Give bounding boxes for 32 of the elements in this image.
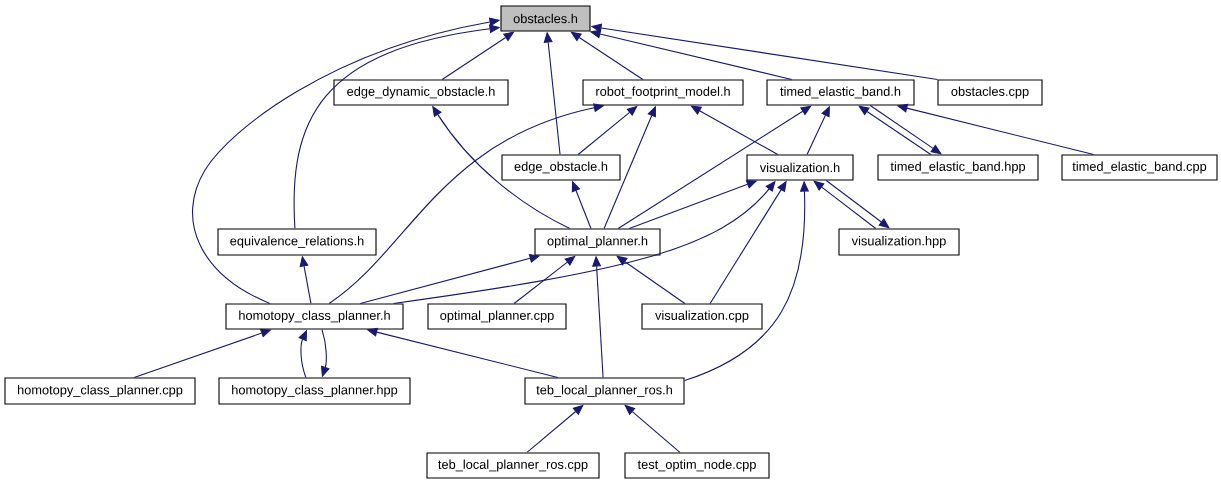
arrow	[690, 105, 779, 155]
file-box: robot_footprint_model.h	[582, 79, 744, 106]
arrow	[577, 105, 638, 155]
arrow	[825, 180, 890, 229]
file-box: timed_elastic_band.h	[766, 79, 915, 106]
file-box: equivalence_relations.h	[217, 228, 377, 256]
file-box: visualization.hpp	[838, 228, 960, 256]
file-box: teb_local_planner_ros.cpp	[426, 452, 600, 479]
arrow	[858, 105, 932, 155]
arrow	[813, 180, 877, 229]
file-box: teb_local_planner_ros.h	[524, 377, 685, 405]
file-box: visualization.cpp	[641, 303, 763, 330]
file-box: obstacles.cpp	[937, 79, 1043, 106]
file-box: timed_elastic_band.cpp	[1061, 154, 1218, 181]
arrow	[513, 255, 576, 304]
file-box: homotopy_class_planner.cpp	[4, 377, 196, 405]
arrow	[624, 404, 681, 453]
file-box: timed_elastic_band.hpp	[877, 154, 1039, 181]
arrow	[616, 255, 686, 304]
arrow	[869, 105, 942, 155]
file-box: edge_dynamic_obstacle.h	[333, 79, 509, 106]
file-box: obstacles.h	[500, 5, 591, 32]
file-box: test_optim_node.cpp	[624, 452, 770, 479]
file-box: homotopy_class_planner.h	[225, 303, 404, 330]
arrow	[526, 404, 584, 453]
arrow	[617, 105, 812, 229]
arrow	[570, 31, 644, 80]
file-box: optimal_planner.h	[534, 228, 661, 256]
file-box: visualization.h	[746, 154, 854, 181]
file-box: edge_obstacle.h	[501, 154, 621, 181]
file-box: optimal_planner.cpp	[427, 303, 567, 330]
file-box: homotopy_class_planner.hpp	[218, 377, 411, 405]
